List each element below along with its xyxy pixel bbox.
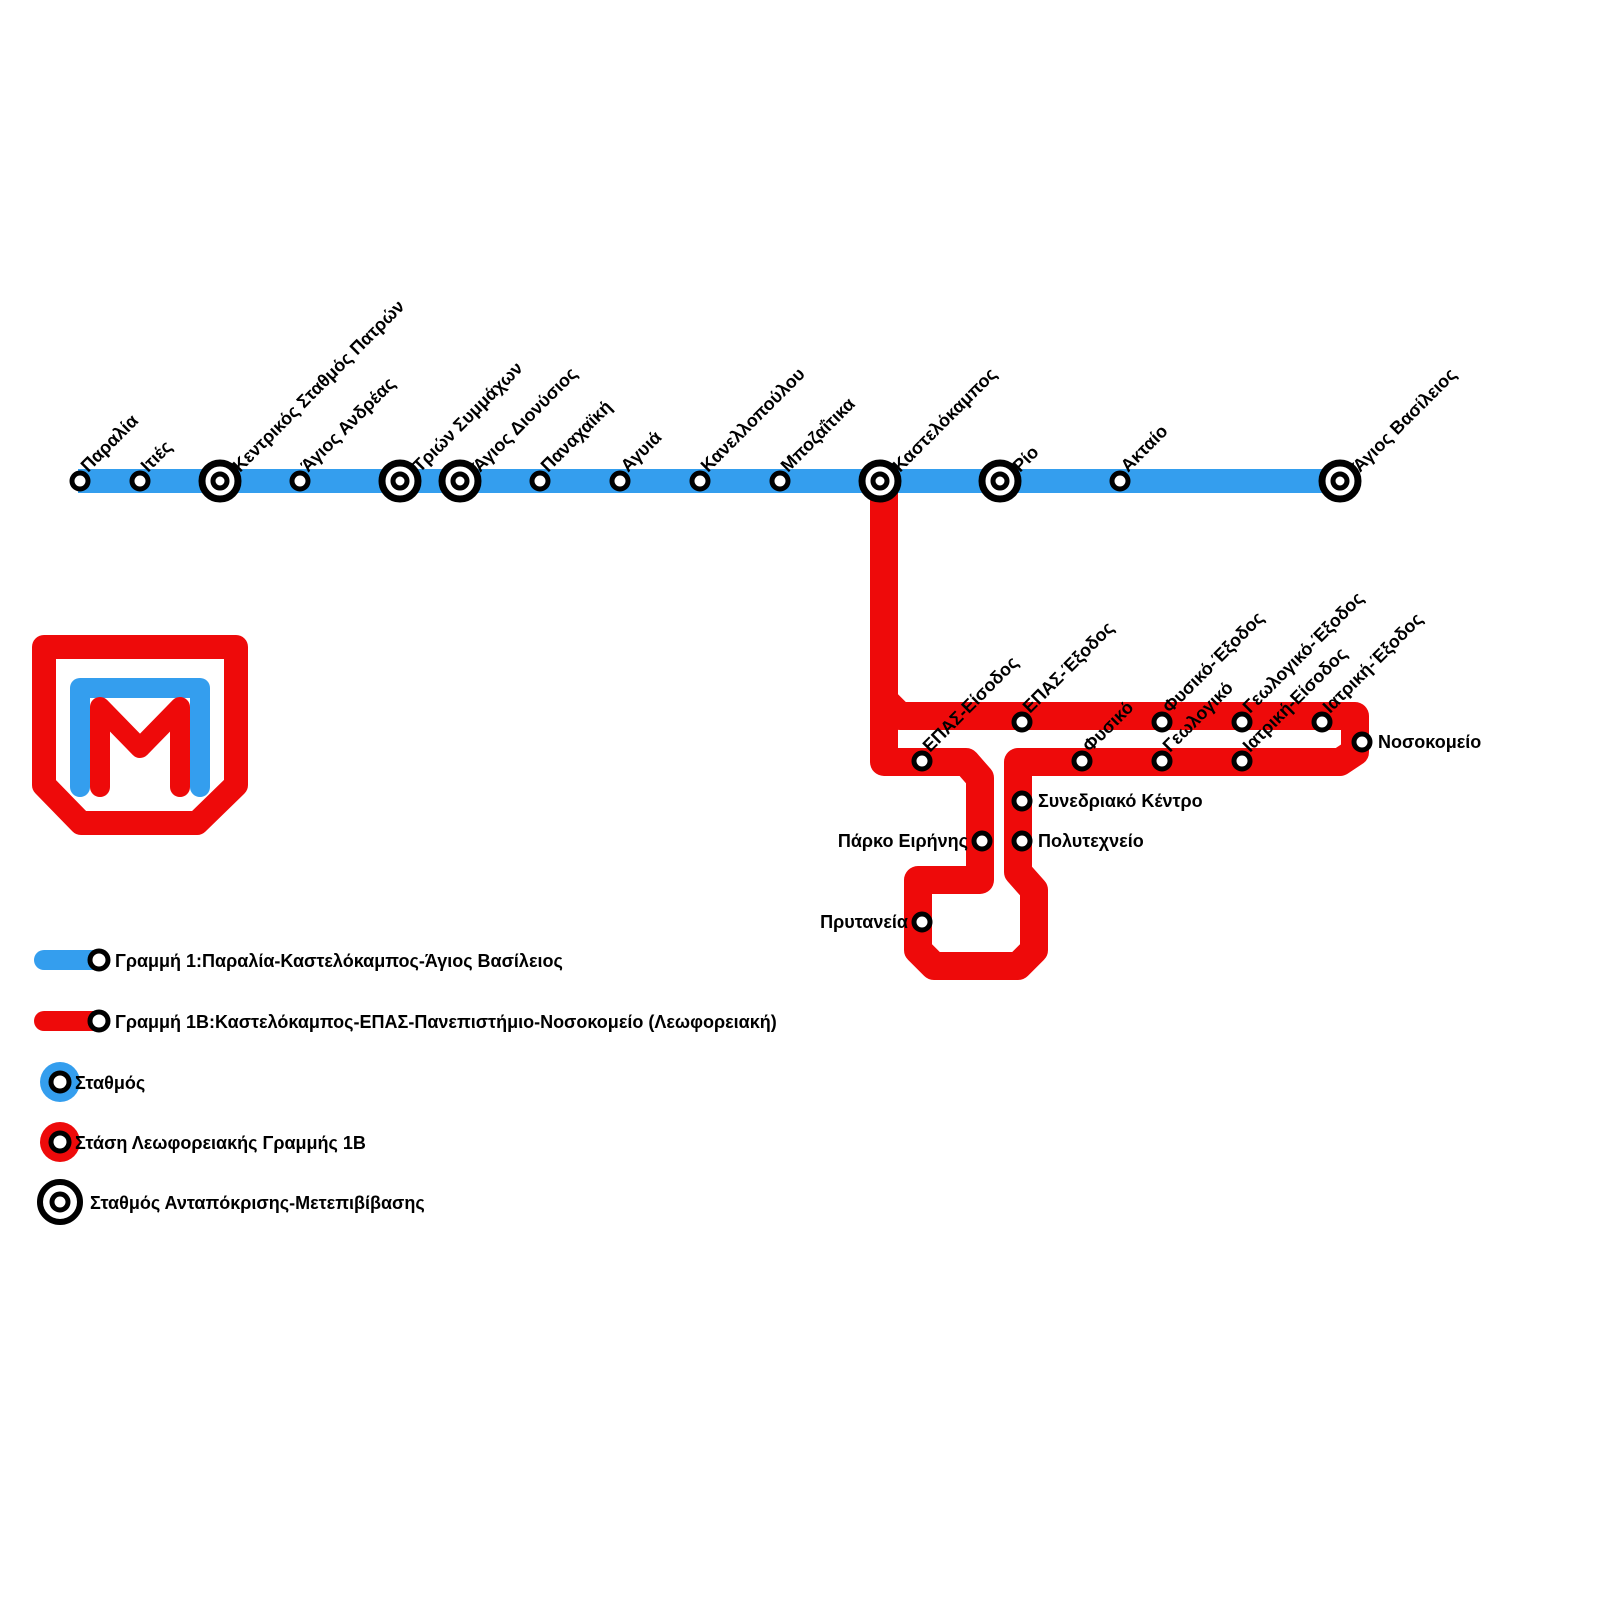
legend-bus-stop-inner-icon xyxy=(48,1130,72,1154)
station-14: Άγιος Βασίλειος xyxy=(1318,364,1461,503)
legend-interchange-label: Σταθμός Ανταπόκρισης-Μετεπιβίβασης xyxy=(90,1193,425,1213)
bus-stop-label: Πρυτανεία xyxy=(820,912,908,932)
station-icon xyxy=(529,470,551,492)
station-icon xyxy=(689,470,711,492)
bus-stop-label: Νοσοκομείο xyxy=(1378,732,1481,752)
bus-stop-icon xyxy=(1011,830,1033,852)
bus-stop-icon xyxy=(911,911,933,933)
line-1-track xyxy=(78,469,1346,493)
station-label: Τριών Συμμάχων xyxy=(409,358,527,476)
bus-stop-11: Πολυτεχνείο xyxy=(1011,830,1144,852)
interchange-inner-icon xyxy=(990,471,1010,491)
legend-bus-stop-label: Στάση Λεωφορειακής Γραμμής 1Β xyxy=(75,1133,366,1153)
bus-stop-icon xyxy=(911,750,933,772)
bus-stop-icon xyxy=(971,830,993,852)
bus-stop-label: Πολυτεχνείο xyxy=(1038,831,1144,851)
station-icon xyxy=(609,470,631,492)
legend-line-1-label: Γραμμή 1:Παραλία-Καστελόκαμπος-Άγιος Βασ… xyxy=(115,951,563,971)
bus-stop-13: Πρυτανεία xyxy=(820,911,933,933)
bus-stop-icon xyxy=(1011,711,1033,733)
interchange-inner-icon xyxy=(870,471,890,491)
bus-stop-9: Νοσοκομείο xyxy=(1351,731,1481,753)
legend-line-1-stop-icon xyxy=(87,948,111,972)
bus-stop-icon xyxy=(1351,731,1373,753)
station-label: Μποζαΐτικα xyxy=(777,394,860,477)
bus-stop-10: Συνεδριακό Κέντρο xyxy=(1011,790,1203,812)
station-icon xyxy=(289,470,311,492)
station-label: Αγυιά xyxy=(617,427,666,476)
interchange-inner-icon xyxy=(450,471,470,491)
station-label: Ακταίο xyxy=(1117,421,1172,476)
station-label: Καστελόκαμπος xyxy=(889,364,1001,476)
legend-interchange-inner-icon xyxy=(49,1191,71,1213)
legend-station-label: Σταθμός xyxy=(75,1073,145,1093)
station-icon xyxy=(69,470,91,492)
bus-stop-label: Συνεδριακό Κέντρο xyxy=(1038,791,1203,811)
bus-stop-12: Πάρκο Ειρήνης xyxy=(838,830,993,852)
legend-station-inner-icon xyxy=(48,1070,72,1094)
bus-stop-icon xyxy=(1071,750,1093,772)
station-icon xyxy=(1109,470,1131,492)
bus-stop-label: Πάρκο Ειρήνης xyxy=(838,831,968,851)
station-icon xyxy=(769,470,791,492)
bus-stop-icon xyxy=(1311,711,1333,733)
bus-stop-icon xyxy=(1011,790,1033,812)
bus-stop-icon xyxy=(1151,711,1173,733)
station-label: Παραλία xyxy=(77,411,142,476)
interchange-inner-icon xyxy=(390,471,410,491)
legend-line-1b-stop-icon xyxy=(87,1009,111,1033)
line-1-route xyxy=(78,469,1346,493)
station-label: Άγιος Βασίλειος xyxy=(1349,364,1461,476)
station-icon xyxy=(129,470,151,492)
bus-stop-icon xyxy=(1231,750,1253,772)
metro-m-logo xyxy=(32,635,248,835)
bus-stop-icon xyxy=(1231,711,1253,733)
line-1b-trunk xyxy=(870,466,1369,980)
interchange-inner-icon xyxy=(210,471,230,491)
interchange-inner-icon xyxy=(1330,471,1350,491)
legend: Γραμμή 1:Παραλία-Καστελόκαμπος-Άγιος Βασ… xyxy=(34,948,777,1225)
legend-line-1b-label: Γραμμή 1Β:Καστελόκαμπος-ΕΠΑΣ-Πανεπιστήμι… xyxy=(115,1012,777,1032)
bus-stop-icon xyxy=(1151,750,1173,772)
line-1b-route xyxy=(870,466,1369,980)
